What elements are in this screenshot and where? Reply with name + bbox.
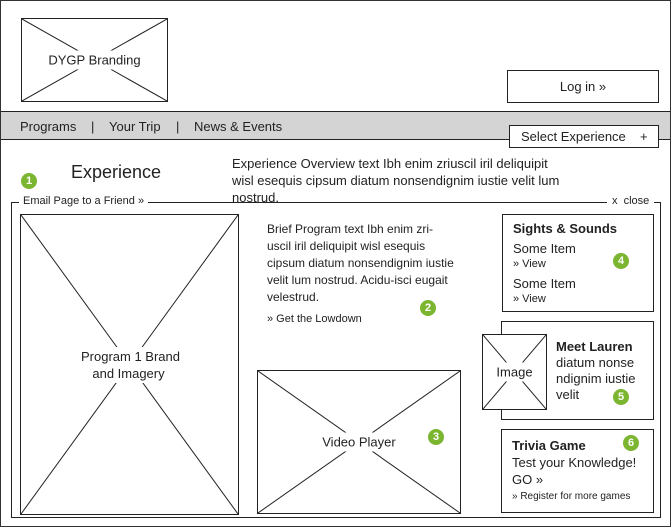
- select-experience-dropdown[interactable]: Select Experience +: [509, 125, 659, 148]
- sights-item-view-link[interactable]: » View: [513, 293, 546, 305]
- login-label: Log in »: [559, 79, 607, 94]
- branding-label: DYGP Branding: [46, 50, 143, 70]
- program-image-label: Program 1 Brand and Imagery: [79, 346, 180, 383]
- plus-icon: +: [640, 129, 648, 144]
- trivia-go-link[interactable]: GO »: [512, 472, 544, 487]
- nav-separator: |: [91, 119, 95, 134]
- email-friend-link[interactable]: Email Page to a Friend »: [19, 195, 149, 207]
- nav-your-trip[interactable]: Your Trip: [109, 119, 161, 134]
- lauren-text: diatum nonse ndignim iustie velit: [556, 355, 636, 402]
- trivia-title: Trivia Game: [512, 438, 586, 453]
- lauren-image: Image: [482, 334, 547, 410]
- lauren-title: Meet Lauren: [556, 339, 633, 354]
- program-image: Program 1 Brand and Imagery: [20, 214, 239, 515]
- nav-separator: |: [176, 119, 180, 134]
- brief-program-text: Brief Program text Ibh enim zri-uscil ir…: [267, 222, 454, 304]
- badge-2: 2: [420, 300, 436, 316]
- nav-programs[interactable]: Programs: [20, 119, 77, 134]
- badge-4: 4: [613, 253, 629, 269]
- sights-item-name: Some Item: [513, 241, 576, 256]
- badge-1: 1: [21, 173, 37, 189]
- get-lowdown-link[interactable]: » Get the Lowdown: [267, 313, 362, 325]
- sights-sounds-box: Sights & Sounds Some Item » View Some It…: [502, 214, 654, 312]
- register-games-link[interactable]: » Register for more games: [512, 491, 631, 502]
- select-experience-label: Select Experience: [521, 129, 626, 144]
- trivia-text: Test your Knowledge!: [512, 455, 637, 470]
- sights-item-view-link[interactable]: » View: [513, 258, 546, 270]
- overview-text: Experience Overview text Ibh enim zriusc…: [232, 156, 560, 205]
- sights-title: Sights & Sounds: [513, 221, 617, 236]
- close-button[interactable]: x close: [607, 195, 655, 207]
- sights-item-name: Some Item: [513, 276, 576, 291]
- badge-5: 5: [613, 389, 629, 405]
- video-player-label: Video Player: [320, 432, 398, 452]
- lauren-image-label: Image: [494, 362, 535, 382]
- branding-logo[interactable]: DYGP Branding: [21, 18, 168, 102]
- content-panel: [11, 202, 661, 518]
- page-title: Experience: [71, 162, 162, 182]
- badge-3: 3: [428, 429, 444, 445]
- video-player[interactable]: Video Player: [257, 370, 461, 514]
- badge-6: 6: [623, 435, 639, 451]
- nav-news-events[interactable]: News & Events: [194, 119, 283, 134]
- login-button[interactable]: Log in »: [507, 70, 659, 103]
